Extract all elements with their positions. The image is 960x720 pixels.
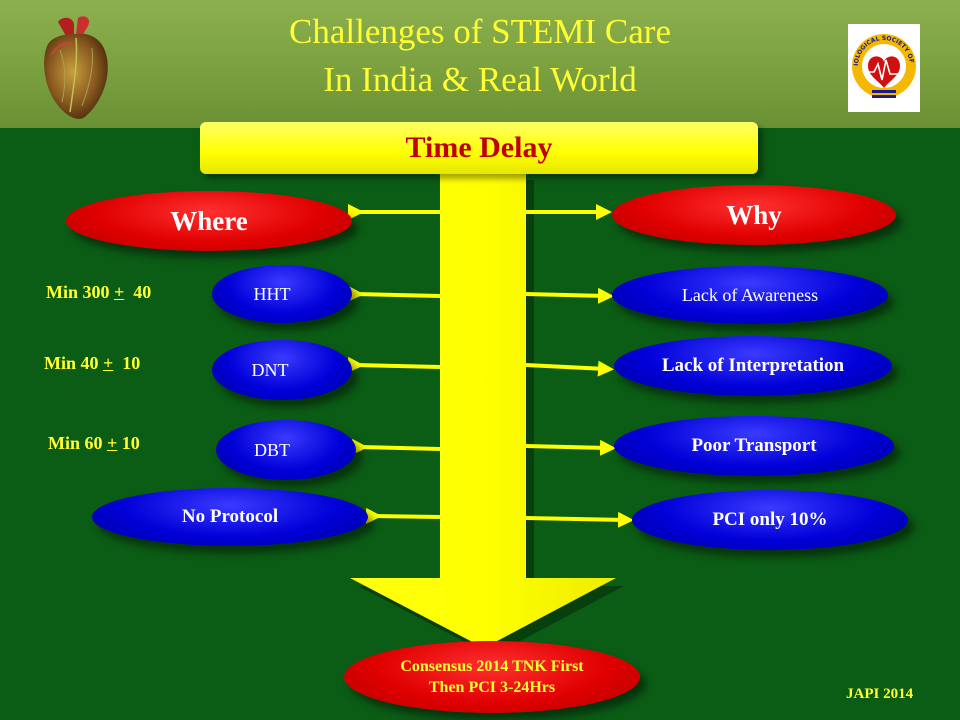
connector-transport	[525, 439, 616, 456]
why-header: Why	[612, 185, 896, 245]
connector-awareness	[525, 287, 614, 304]
cardiological-society-of-india-logo: CARDIOLOGICAL SOCIETY OF INDIA	[848, 24, 920, 112]
time-delay-banner: Time Delay	[200, 122, 758, 174]
where-header: Where	[66, 191, 352, 251]
connector-arrows	[347, 204, 634, 528]
awareness-pill: Lack of Awareness	[612, 266, 888, 324]
connector-dbt	[351, 438, 441, 455]
connector-interpretation	[525, 360, 614, 377]
header-bar	[0, 0, 960, 128]
dnt-metric: Min 40 + 10	[44, 353, 141, 373]
transport-pill: Poor Transport	[614, 416, 894, 476]
no-protocol-pill: No Protocol	[92, 488, 368, 546]
dnt-pill: DNT	[212, 340, 352, 400]
title-line-1: Challenges of STEMI Care	[289, 12, 671, 51]
consensus-line-1: Consensus 2014 TNK First	[400, 658, 584, 675]
heart-icon	[44, 16, 108, 119]
dbt-pill: DBT	[216, 420, 356, 480]
consensus-pill: Consensus 2014 TNK First Then PCI 3-24Hr…	[344, 641, 640, 713]
interpretation-pill: Lack of Interpretation	[614, 336, 892, 396]
connector-protocol	[365, 507, 441, 524]
dbt-metric: Min 60 + 10	[48, 433, 140, 453]
title-line-2: In India & Real World	[323, 60, 637, 99]
connector-dnt	[347, 356, 441, 373]
hht-pill: HHT	[212, 265, 352, 323]
source-citation: JAPI 2014	[846, 686, 914, 702]
connector-pci	[525, 511, 634, 528]
down-arrow-body	[350, 172, 616, 648]
hht-metric: Min 300 + 40	[46, 282, 152, 302]
connector-hht	[347, 285, 441, 302]
consensus-line-2: Then PCI 3-24Hrs	[428, 679, 556, 696]
pci-pill: PCI only 10%	[632, 490, 908, 550]
